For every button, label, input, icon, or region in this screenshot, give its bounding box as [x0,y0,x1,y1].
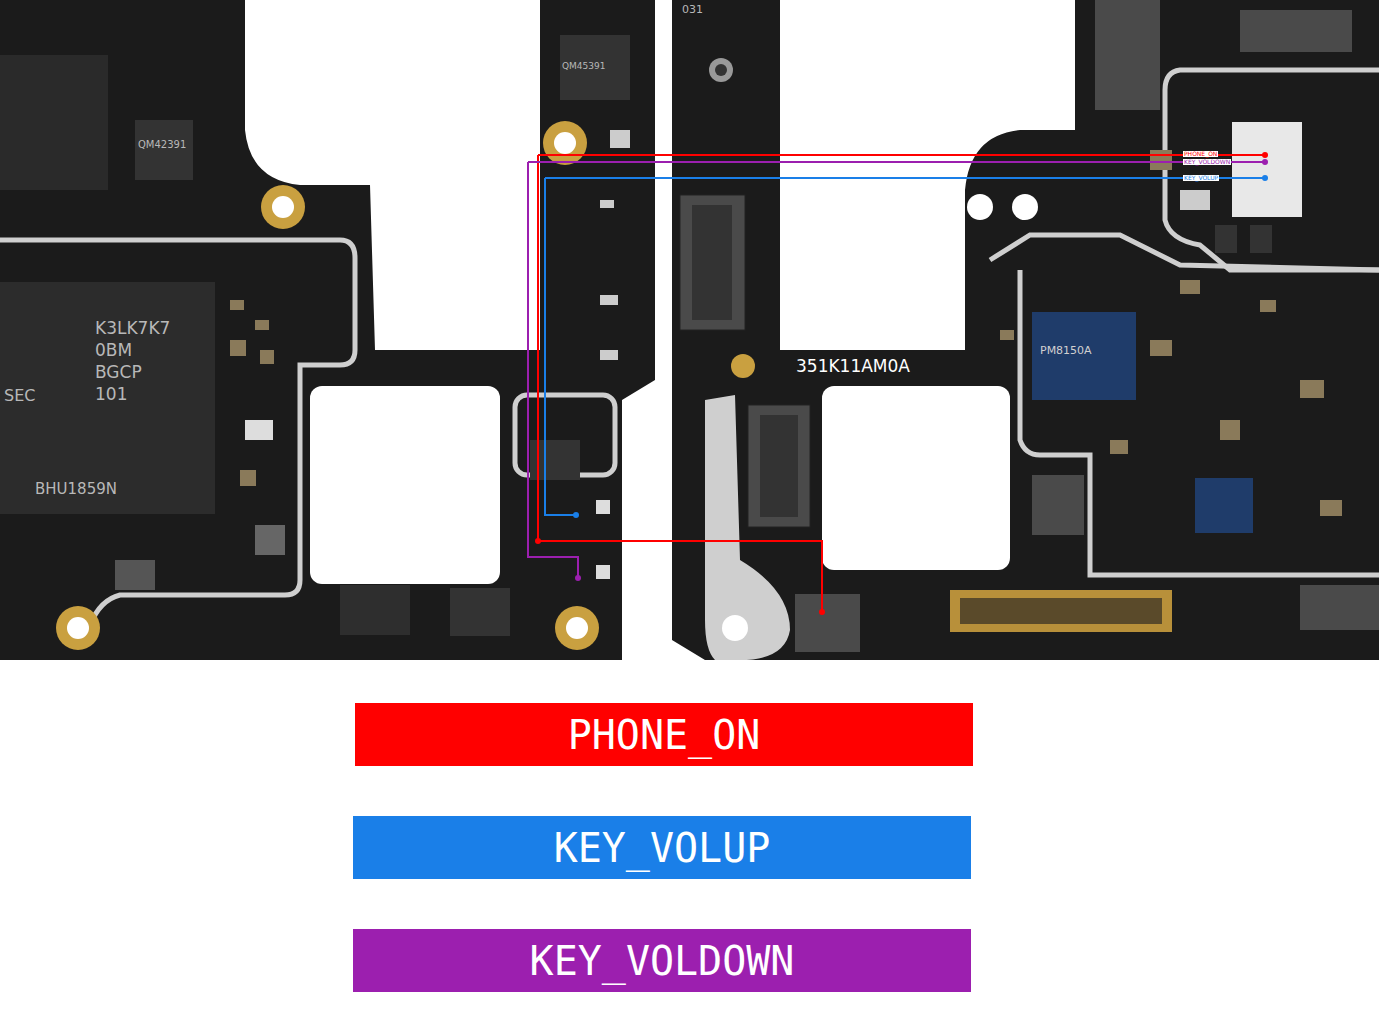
board-marking: 0BM [95,342,132,359]
board-marking: 351K11AM0A [796,358,910,375]
board-marking: BGCP [95,364,142,381]
board-marking: PM8150A [1040,345,1092,356]
chip [135,120,193,180]
board-marking: K3LK7K7 [95,320,170,337]
trace-pads [535,152,1268,615]
mounting-holes [56,58,1038,650]
board-connectors [680,0,1379,652]
chip [0,55,108,190]
board-cutout [310,386,500,584]
board-marking: SEC [4,388,35,404]
right-board [672,0,1379,660]
key-volup-trace [545,178,1265,515]
memory-chip [0,282,215,514]
board-marking: QM45391 [562,62,605,71]
board-marking: 031 [682,4,703,15]
board-marking: BHU1859N [35,482,117,497]
shield-outline [990,235,1379,575]
signal-traces [528,155,1265,612]
pmic-chip [1032,312,1136,400]
board-marking: KEY_VOLDOWN [1183,159,1231,165]
board-marking: PHONE_ON [1183,151,1218,157]
legend-label: KEY_VOLUP [554,828,771,868]
board-marking: 101 [95,386,127,403]
chip [1195,478,1253,533]
key-voldown-trace [528,162,1265,578]
board-marking: KEY_VOLUP [1183,175,1219,181]
bga-chip [1232,122,1302,217]
chip [560,35,630,100]
phone-on-trace [538,155,1265,612]
shield-outline [1165,70,1379,270]
legend-label: KEY_VOLDOWN [530,941,795,981]
board-marking: QM42391 [138,140,186,150]
shield-outline [0,240,355,625]
metal-plate [705,395,790,660]
chip [340,585,410,635]
left-board [0,0,655,660]
chip [450,588,510,636]
board-cutout [822,386,1010,570]
legend-label: PHONE_ON [568,715,761,755]
